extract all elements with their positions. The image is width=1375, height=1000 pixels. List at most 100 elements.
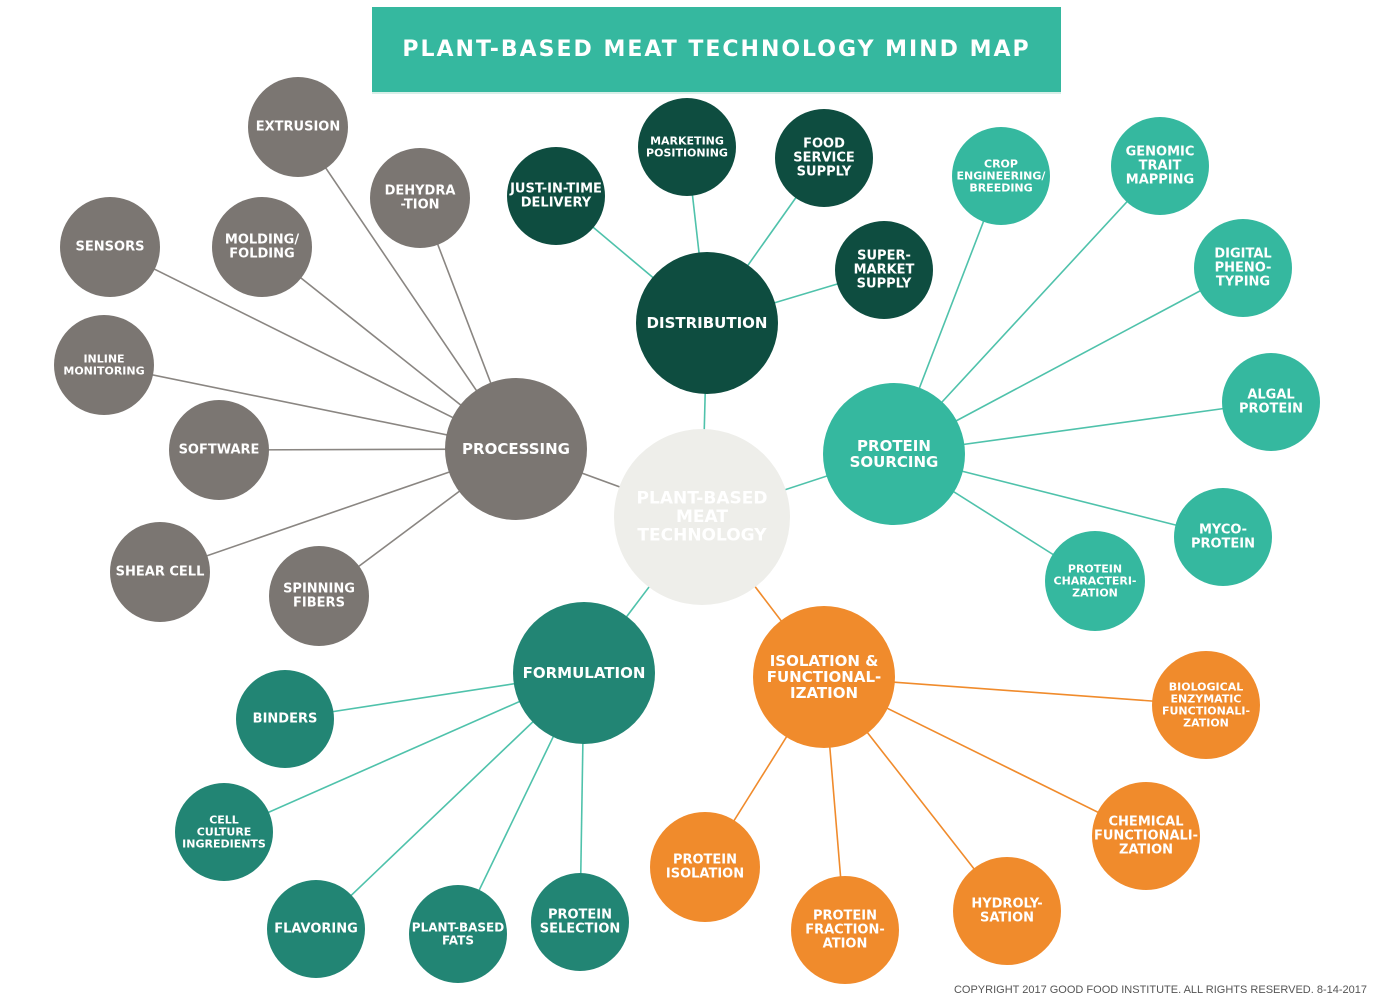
node-hydroly-sation-circle — [953, 857, 1061, 965]
node-plant-based-fats-circle — [409, 885, 507, 983]
node-protein-selection-circle — [531, 873, 629, 971]
node-marketing-positioning-label: MARKETING — [650, 135, 724, 148]
node-spinning-fibers-circle — [269, 546, 369, 646]
node-hydroly-sation-label: SATION — [980, 911, 1034, 926]
node-dehydra-tion-label: DEHYDRA — [385, 183, 456, 198]
node-chemical-functionali-zation-circle — [1092, 782, 1200, 890]
node-super-market-supply-circle — [835, 221, 933, 319]
node-super-market-supply-label: SUPER- — [857, 248, 911, 263]
node-chemical-functionali-zation-label: ZATION — [1119, 843, 1173, 858]
node-molding-folding-circle — [212, 197, 312, 297]
node-protein-characteri-zation-label: ZATION — [1072, 586, 1118, 599]
node-cell-culture-ingredients-label: CELL — [209, 814, 239, 827]
branch-isolation: ISOLATION &FUNCTIONAL-IZATION — [753, 606, 895, 748]
branch-isolation-circle — [753, 606, 895, 748]
branch-protein-sourcing-label: SOURCING — [850, 453, 939, 471]
node-algal-protein-label: PROTEIN — [1239, 402, 1303, 417]
node-protein-characteri-zation-label: PROTEIN — [1068, 563, 1122, 576]
node-flavoring-label: FLAVORING — [274, 922, 358, 937]
node-protein-characteri-zation-circle — [1045, 531, 1145, 631]
copyright-notice: COPYRIGHT 2017 GOOD FOOD INSTITUTE. ALL … — [953, 984, 1367, 996]
node-sensors-label: SENSORS — [76, 240, 145, 255]
node-just-in-time-delivery-label: JUST-IN-TIME — [509, 181, 602, 196]
node-digital-pheno-typing-label: DIGITAL — [1214, 246, 1271, 261]
node-inline-monitoring-circle — [54, 315, 154, 415]
branch-formulation: FORMULATION — [513, 602, 655, 744]
node-protein-fraction-ation-label: ATION — [823, 937, 868, 952]
node-marketing-positioning-circle — [638, 98, 736, 196]
node-molding-folding-label: FOLDING — [229, 247, 294, 262]
node-genomic-trait-mapping-label: TRAIT — [1139, 159, 1182, 174]
branch-isolation-label: IZATION — [790, 684, 858, 702]
node-binders-circle — [236, 670, 334, 768]
node-protein-fraction-ation-label: FRACTION- — [805, 923, 885, 938]
edge-sensors — [109, 246, 517, 450]
node-sensors: SENSORS — [60, 197, 160, 297]
node-shear-cell-circle — [110, 522, 210, 622]
node-digital-pheno-typing-circle — [1194, 219, 1292, 317]
node-biological-enzymatic-functionali-zation-label: ENZYMATIC — [1171, 693, 1242, 706]
node-hydroly-sation-label: HYDROLY- — [971, 896, 1042, 911]
node-extrusion-label: EXTRUSION — [256, 120, 340, 135]
node-crop-engineering-breeding-label: CROP — [984, 158, 1018, 171]
branch-distribution: DISTRIBUTION — [636, 252, 778, 394]
node-cell-culture-ingredients-label: INGREDIENTS — [182, 837, 266, 850]
node-binders-label: BINDERS — [253, 712, 318, 727]
page-title: PLANT-BASED MEAT TECHNOLOGY MIND MAP — [402, 37, 1031, 62]
node-extrusion: EXTRUSION — [248, 77, 348, 177]
node-dehydra-tion-label: -TION — [400, 198, 439, 213]
branch-protein-sourcing-label: PROTEIN — [857, 437, 931, 455]
node-software-label: SOFTWARE — [179, 443, 260, 458]
branch-distribution-circle — [636, 252, 778, 394]
node-myco-protein-label: MYCO- — [1199, 522, 1247, 537]
node-biological-enzymatic-functionali-zation-circle — [1152, 651, 1260, 759]
node-super-market-supply-label: SUPPLY — [857, 277, 912, 292]
branch-isolation-label: FUNCTIONAL- — [767, 668, 882, 686]
node-biological-enzymatic-functionali-zation-label: BIOLOGICAL — [1169, 681, 1244, 694]
node-myco-protein-label: PROTEIN — [1191, 537, 1255, 552]
node-food-service-supply-label: SERVICE — [793, 151, 855, 166]
branch-formulation-circle — [513, 602, 655, 744]
node-molding-folding-label: MOLDING/ — [225, 232, 299, 247]
node-dehydra-tion-circle — [370, 148, 470, 248]
node-food-service-supply-label: SUPPLY — [797, 165, 852, 180]
node-protein-isolation-label: PROTEIN — [673, 852, 737, 867]
node-dehydra-tion: DEHYDRA-TION — [370, 148, 470, 248]
node-hydroly-sation: HYDROLY-SATION — [953, 857, 1061, 965]
branch-distribution-label: DISTRIBUTION — [647, 314, 768, 332]
node-software: SOFTWARE — [169, 400, 269, 500]
node-myco-protein-circle — [1174, 488, 1272, 586]
node-protein-fraction-ation-label: PROTEIN — [813, 908, 877, 923]
node-protein-characteri-zation-label: CHARACTERI- — [1054, 575, 1137, 588]
node-sensors-circle — [60, 197, 160, 297]
node-protein-fraction-ation-circle — [791, 876, 899, 984]
node-protein-isolation-circle — [650, 812, 760, 922]
node-super-market-supply-label: MARKET — [854, 263, 915, 278]
node-biological-enzymatic-functionali-zation-label: ZATION — [1183, 716, 1229, 729]
node-biological-enzymatic-functionali-zation-label: FUNCTIONALI- — [1162, 704, 1250, 717]
node-genomic-trait-mapping-circle — [1111, 117, 1209, 215]
branch-protein-sourcing-circle — [823, 383, 965, 525]
node-spinning-fibers-label: SPINNING — [283, 581, 355, 596]
branch-processing-label: PROCESSING — [462, 440, 570, 458]
node-marketing-positioning-label: POSITIONING — [646, 146, 728, 159]
node-cell-culture-ingredients-label: CULTURE — [197, 826, 252, 839]
node-molding-folding: MOLDING/FOLDING — [212, 197, 312, 297]
node-food-service-supply-circle — [775, 109, 873, 207]
node-flavoring-circle — [267, 880, 365, 978]
node-protein-selection-label: PROTEIN — [548, 907, 612, 922]
branch-formulation-label: FORMULATION — [523, 664, 646, 682]
